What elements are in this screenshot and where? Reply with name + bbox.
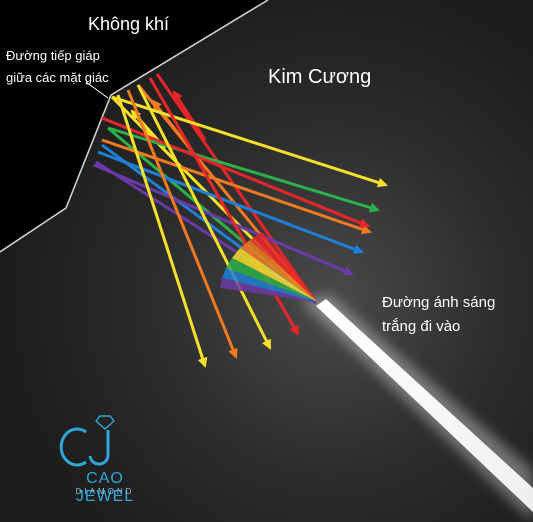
logo-subtitle: DIAMOND [75,487,135,496]
ray-violet-right [93,163,354,276]
white-light-label-line2: trắng đi vào [382,318,461,335]
logo-mark [59,415,115,467]
air-label: Không khí [88,14,170,34]
ray-orange-right [101,138,372,235]
white-light-beam [316,299,533,512]
diamond-label: Kim Cương [268,66,372,88]
spectrum-fan [220,232,318,302]
facet-junction-label-line1: Đường tiếp giáp [6,48,100,63]
logo-diamond-icon [95,415,115,430]
ray-incident-red [155,73,318,304]
white-light-label-line1: Đường ánh sáng [382,294,496,311]
ray-green-right [107,126,380,213]
logo-j-letter [88,430,110,466]
ray-yellow-down-2 [136,84,272,350]
facet-edge-line [0,0,269,253]
ray-yellow-down [116,94,208,368]
ray-orange-down [126,89,238,359]
ray-yellow-right [111,95,388,188]
logo-c-letter [59,427,87,467]
arrow-orange-up [151,99,187,143]
facet-junction-label-line2: giữa các mặt giác [6,70,109,85]
facet-leader-line [85,81,109,99]
arrow-red-up [172,90,207,141]
logo-name: CAO JEWEL [75,470,135,505]
white-light-glow [300,295,533,522]
